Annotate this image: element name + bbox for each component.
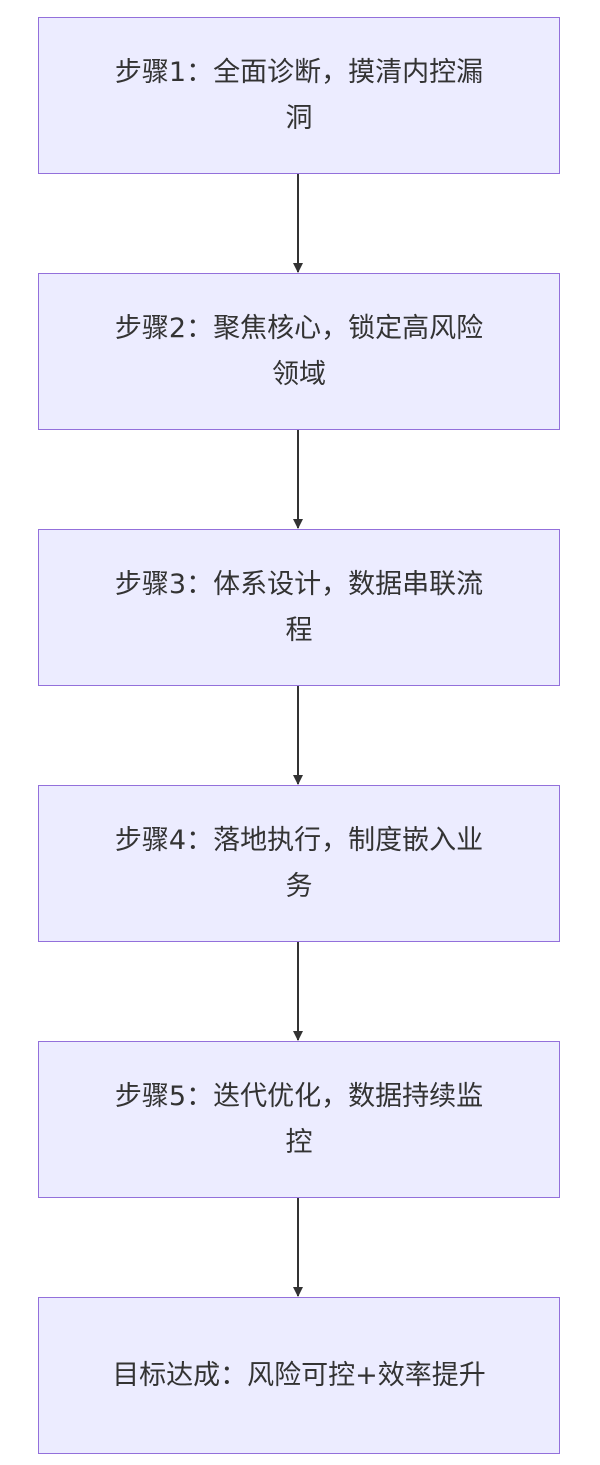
node-step1-label: 步骤1：全面诊断，摸清内控漏洞 — [114, 56, 484, 134]
node-step2[interactable]: 步骤2：聚焦核心，锁定高风险领域 — [38, 273, 560, 430]
node-step2-label: 步骤2：聚焦核心，锁定高风险领域 — [114, 312, 484, 390]
node-goal-label: 目标达成：风险可控+效率提升 — [112, 1359, 486, 1391]
node-step5[interactable]: 步骤5：迭代优化，数据持续监控 — [38, 1041, 560, 1198]
node-step3[interactable]: 步骤3：体系设计，数据串联流程 — [38, 529, 560, 686]
node-step3-label: 步骤3：体系设计，数据串联流程 — [114, 568, 484, 646]
node-step4[interactable]: 步骤4：落地执行，制度嵌入业务 — [38, 785, 560, 942]
node-step4-label: 步骤4：落地执行，制度嵌入业务 — [114, 824, 484, 902]
node-step5-label: 步骤5：迭代优化，数据持续监控 — [114, 1080, 484, 1158]
node-goal[interactable]: 目标达成：风险可控+效率提升 — [38, 1297, 560, 1454]
node-step1[interactable]: 步骤1：全面诊断，摸清内控漏洞 — [38, 17, 560, 174]
